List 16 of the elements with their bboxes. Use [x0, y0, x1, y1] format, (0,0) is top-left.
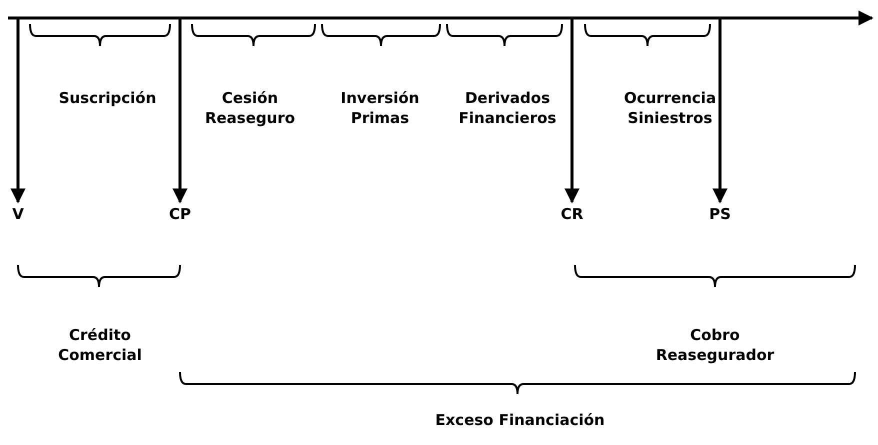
bracket-label: Derivados Financieros — [458, 88, 558, 128]
point-label: CR — [552, 204, 592, 224]
bracket-label: Cobro Reasegurador — [654, 325, 776, 365]
bracket-label: Crédito Comercial — [57, 325, 143, 365]
arrow — [564, 19, 580, 204]
bracket-label: Exceso Financiación — [434, 410, 606, 430]
arrow — [10, 19, 26, 204]
arrow — [712, 19, 728, 204]
bracket-label: Cesión Reaseguro — [204, 88, 296, 128]
point-label: PS — [700, 204, 740, 224]
arrow — [172, 19, 188, 204]
bracket-label: Inversión Primas — [340, 88, 420, 128]
bracket-label: Ocurrencia Siniestros — [622, 88, 718, 128]
point-label: CP — [160, 204, 200, 224]
point-label: V — [0, 204, 38, 224]
bracket-label: Suscripción — [58, 88, 158, 108]
